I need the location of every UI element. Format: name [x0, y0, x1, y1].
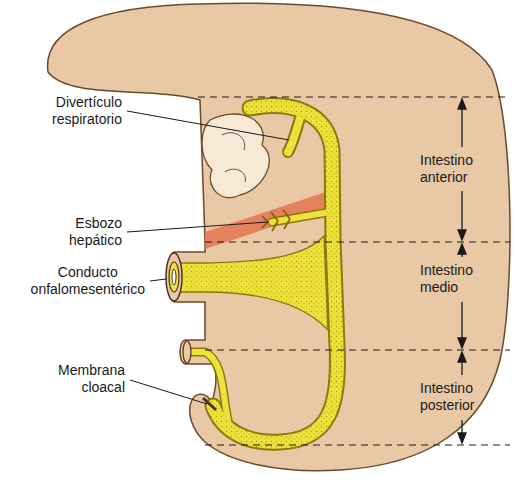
region-label: Intestino posterior: [420, 380, 474, 414]
boundary-lines: [198, 97, 510, 445]
region-label: Intestino medio: [420, 262, 473, 296]
embryo-body: [48, 3, 510, 470]
region-label: Intestino anterior: [420, 152, 473, 186]
heart-fold: [222, 133, 245, 182]
boundary-line: [205, 242, 510, 243]
allantois-end: [183, 341, 191, 363]
boundary-line: [205, 445, 510, 446]
leader-line: [127, 111, 289, 140]
structure-label: Membrana cloacal: [58, 362, 125, 396]
gut-tube: [188, 106, 337, 443]
leader-lines: [127, 111, 289, 404]
leader-line: [150, 279, 166, 281]
structure-label: Divertículo respiratorio: [52, 94, 122, 128]
leader-line: [130, 380, 207, 404]
yolk-stalk-end: [166, 253, 182, 301]
boundary-line: [205, 350, 510, 351]
yolk-stalk-lumen: [169, 262, 179, 292]
cloacal-membrane: [203, 398, 216, 410]
liver-bud: [262, 210, 290, 231]
yolk-stalk-hole: [172, 269, 176, 285]
structure-label: Esbozo hepático: [69, 215, 122, 249]
septum-band: [205, 190, 335, 249]
midgut: [174, 236, 328, 330]
leader-line: [127, 222, 268, 232]
boundary-line: [198, 97, 510, 98]
structure-label: Conducto onfalomesentérico: [31, 264, 145, 298]
midgut-stipple: [174, 236, 328, 330]
